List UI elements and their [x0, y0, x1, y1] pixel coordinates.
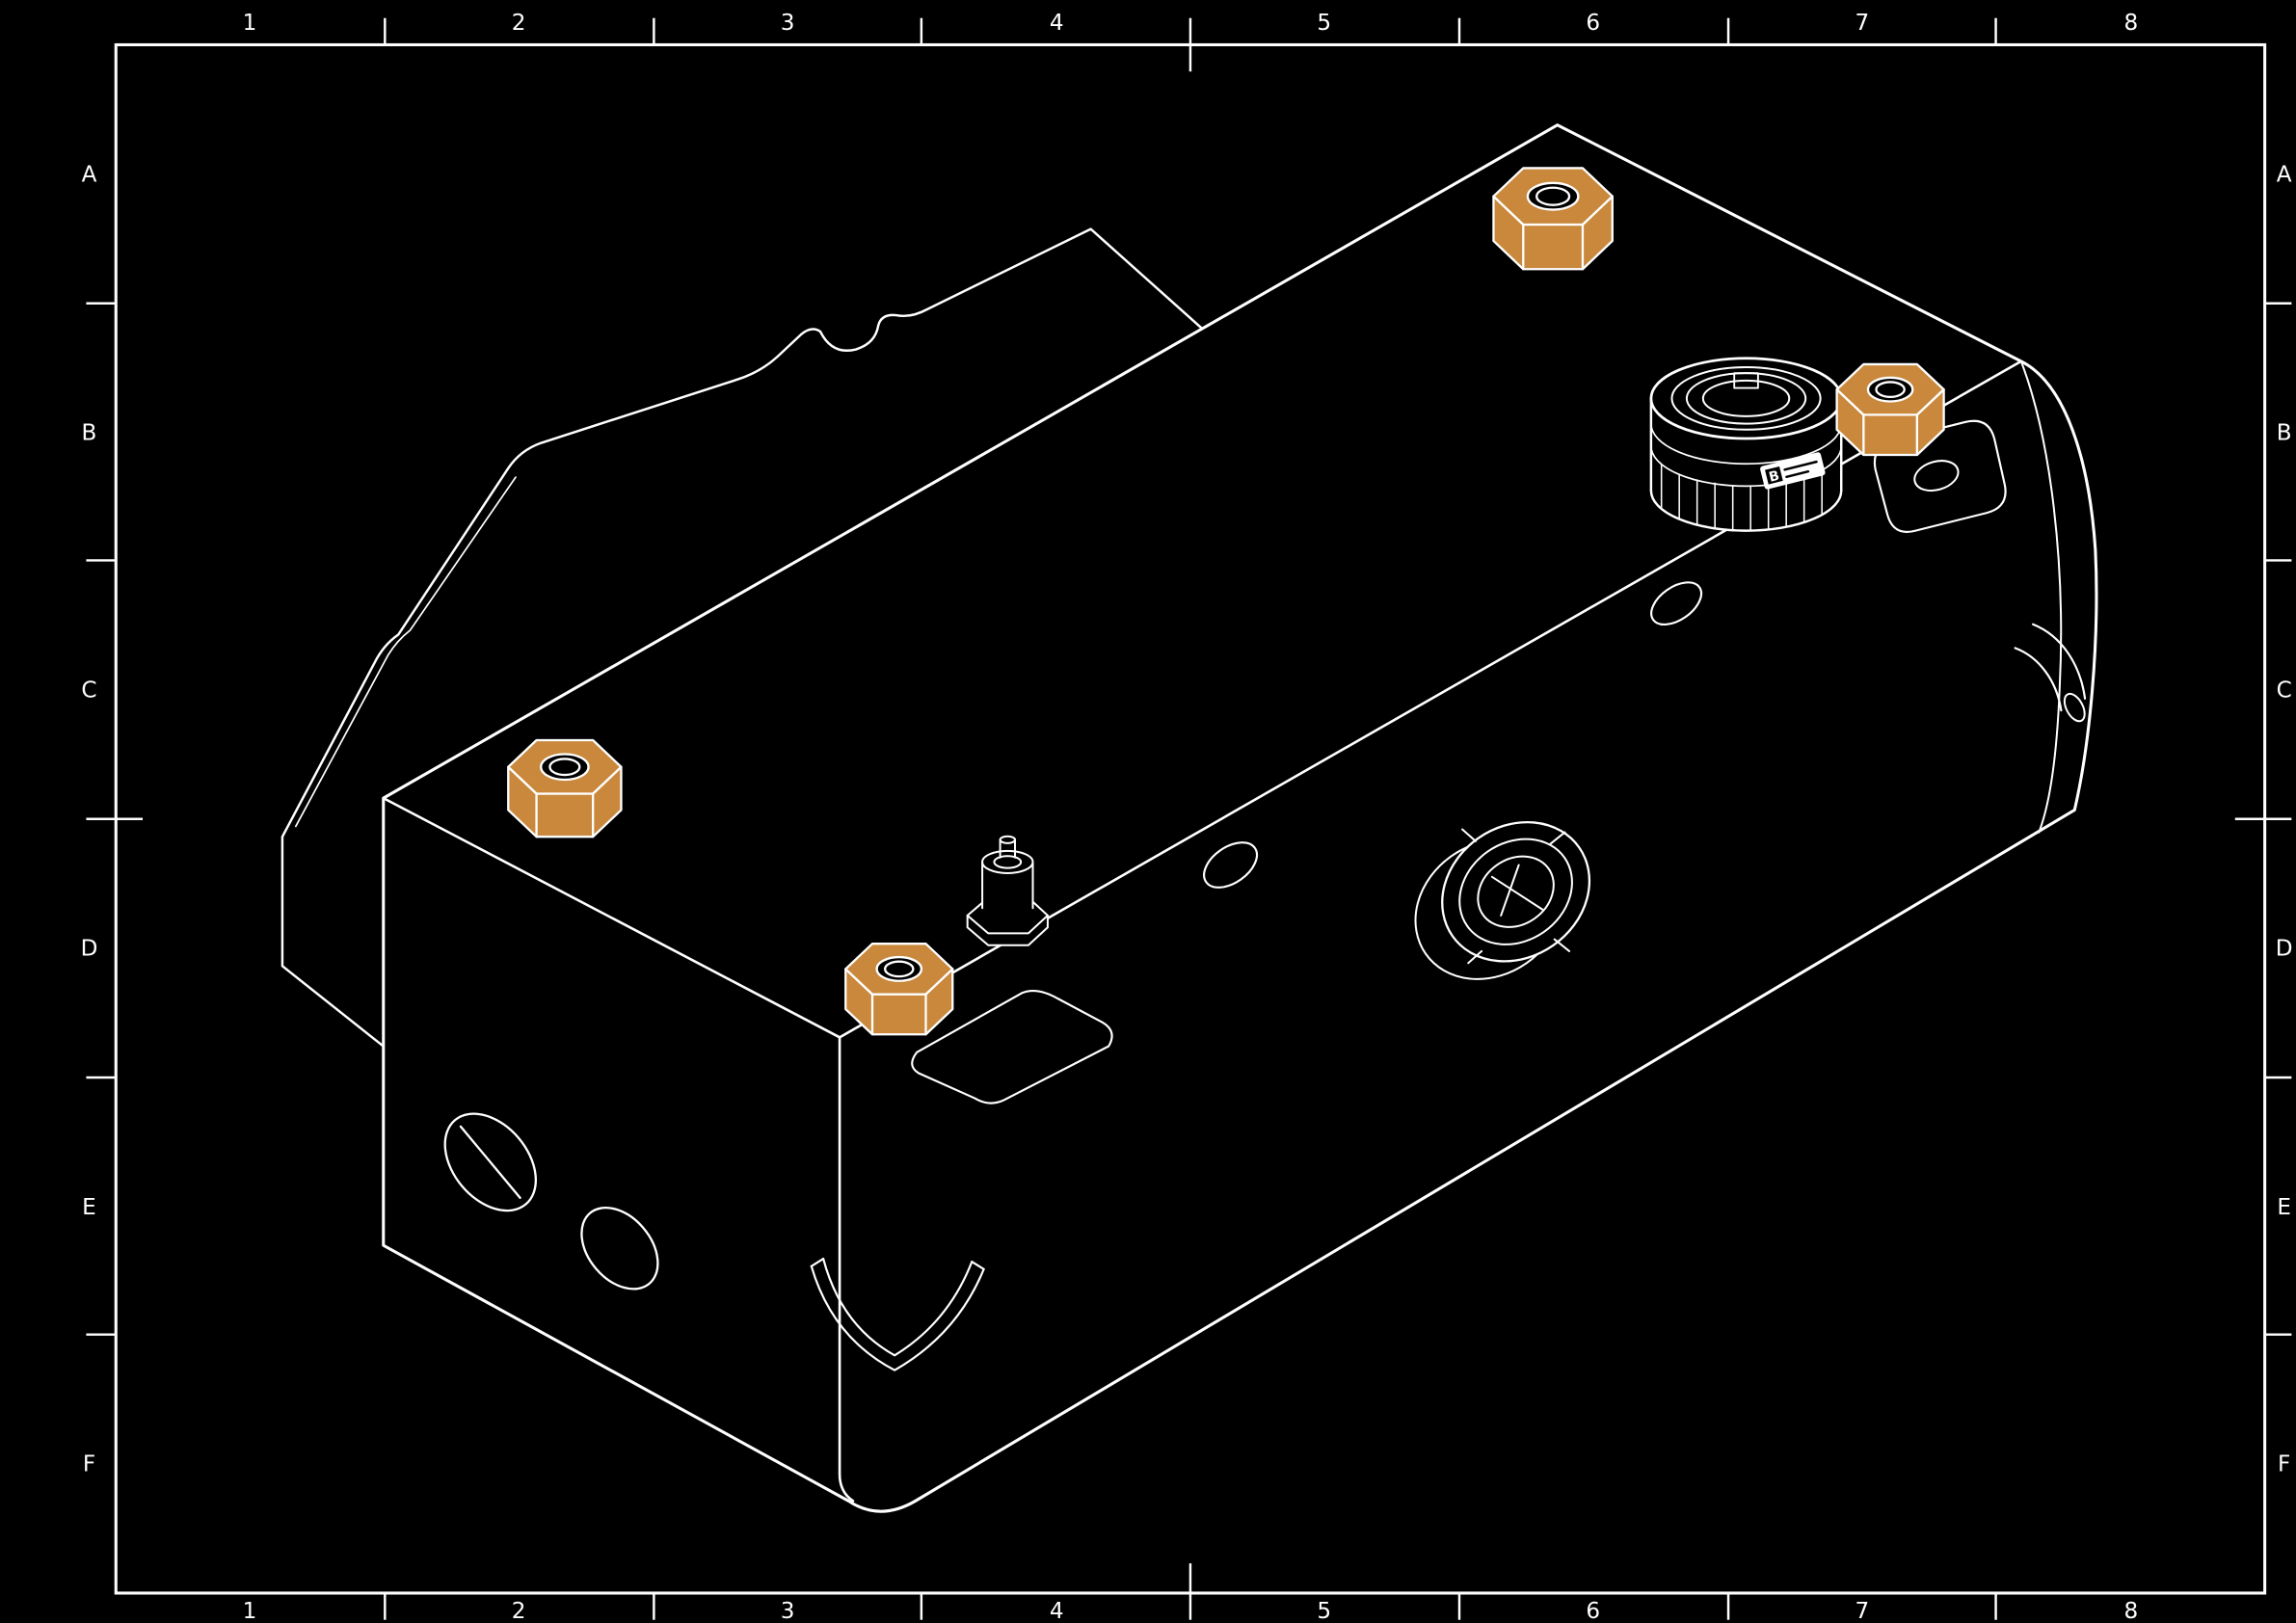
sensor-pin-sides — [999, 838, 1017, 859]
grid-label-bottom-5: 5 — [1317, 1599, 1331, 1623]
hex-nut-edges — [870, 993, 927, 1036]
main-body-silhouette — [382, 123, 2098, 1513]
grid-label-bottom-4: 4 — [1050, 1599, 1064, 1623]
main-body — [382, 123, 2098, 1513]
front-corner-vertical-edge — [838, 1036, 855, 1503]
bayonet-ring — [1458, 838, 1573, 945]
grid-label-top-7: 7 — [1855, 11, 1869, 36]
grid-label-right-A: A — [2277, 162, 2292, 187]
connector-knurl-ticks — [1660, 463, 1823, 532]
hex-nut-edges — [535, 792, 595, 838]
sensor-barrel-fill — [982, 862, 1033, 909]
wire-loop-outer — [810, 1264, 985, 1371]
bayonet-lugs — [1461, 828, 1571, 965]
grid-label-left-B: B — [82, 421, 97, 446]
isometric-part-view: B — [280, 123, 2098, 1513]
front-hole-2 — [1650, 581, 1703, 626]
grid-label-bottom-1: 1 — [243, 1599, 257, 1623]
grid-label-bottom-7: 7 — [1855, 1599, 1869, 1623]
sensor-fitting — [966, 835, 1049, 946]
cable-stub-end — [2063, 692, 2086, 723]
sensor-bore — [993, 855, 1023, 869]
hex-nut-bore — [540, 753, 590, 782]
bayonet-connector — [1414, 820, 1591, 980]
mounting-bracket-outline — [280, 227, 1206, 1048]
hex-nut-right — [1835, 362, 1945, 457]
grid-label-top-8: 8 — [2124, 11, 2139, 36]
grid-label-top-5: 5 — [1317, 11, 1331, 36]
front-face-holes — [1203, 581, 1703, 889]
front-hole-1 — [1203, 841, 1259, 889]
grid-label-bottom-2: 2 — [512, 1599, 526, 1623]
brand-label-text-lines — [1783, 460, 1818, 479]
hex-nut-insert-ring — [1875, 381, 1906, 399]
hex-nut-bore — [875, 955, 923, 982]
port-hole-open — [580, 1207, 659, 1290]
hex-nut-insert-ring — [883, 960, 915, 978]
grid-label-left-A: A — [82, 162, 97, 187]
grid-label-left-E: E — [82, 1195, 96, 1220]
rounded-end-contour — [2019, 359, 2063, 834]
cable-boss-outline — [911, 989, 1113, 1104]
hex-nut-insert-ring — [1535, 186, 1571, 206]
sensor-pin-top — [999, 835, 1017, 844]
wire-loop-inner — [822, 1257, 974, 1357]
grid-label-right-E: E — [2277, 1195, 2291, 1220]
mounting-bracket-fold-line — [294, 476, 517, 828]
bayonet-bore — [1477, 855, 1555, 928]
grid-label-right-D: D — [2276, 937, 2293, 962]
brand-logo-letter: B — [1768, 468, 1781, 486]
grid-label-left-D: D — [81, 937, 98, 962]
wire-loop-end-caps — [810, 1257, 985, 1270]
drawing-frame: 1 2 3 4 5 6 7 8 1 2 3 4 5 6 7 8 A B C D … — [81, 11, 2293, 1623]
grid-label-top-1: 1 — [243, 11, 257, 36]
bayonet-key-slots — [1490, 864, 1544, 917]
mounting-bracket — [280, 227, 1206, 1048]
brand-logo-square — [1765, 466, 1783, 485]
grid-label-top-4: 4 — [1050, 11, 1064, 36]
connector-keyway — [1733, 372, 1759, 389]
hex-nut-bore — [1866, 376, 1914, 403]
grid-label-top-3: 3 — [781, 11, 795, 36]
hex-nut-edges — [1862, 413, 1919, 457]
hex-nut-edges — [1522, 223, 1585, 271]
wire-loop — [810, 1257, 985, 1371]
grid-label-left-F: F — [83, 1452, 95, 1477]
grid-label-top-2: 2 — [512, 11, 526, 36]
grid-label-bottom-3: 3 — [781, 1599, 795, 1623]
grid-label-right-C: C — [2277, 678, 2292, 703]
sensor-barrel-sides — [981, 861, 1034, 910]
frame-tick-marks — [86, 17, 2292, 1620]
connector-bore — [1701, 379, 1791, 417]
hex-nut-left — [507, 738, 623, 838]
grid-label-right-F: F — [2278, 1452, 2290, 1477]
left-face-ports — [443, 1112, 659, 1290]
cable-stub — [2014, 623, 2087, 723]
connector-brand-label: B — [1760, 452, 1826, 490]
plug-slot-line — [459, 1125, 521, 1200]
grid-label-top-6: 6 — [1586, 11, 1600, 36]
threaded-connector: B — [1649, 357, 1843, 532]
connector-ring-1 — [1670, 366, 1822, 431]
grid-label-left-C: C — [81, 678, 96, 703]
hex-nut-center — [844, 943, 954, 1036]
cable-stub-lines — [2014, 623, 2087, 712]
grid-label-bottom-6: 6 — [1586, 1599, 1600, 1623]
mounting-lug-hole — [1913, 460, 1960, 492]
connector-collar-line — [1650, 422, 1843, 466]
hex-nut-top — [1492, 167, 1614, 271]
hex-nut-insert-ring — [548, 758, 581, 777]
grid-label-right-B: B — [2277, 421, 2292, 446]
grid-label-bottom-8: 8 — [2124, 1599, 2139, 1623]
